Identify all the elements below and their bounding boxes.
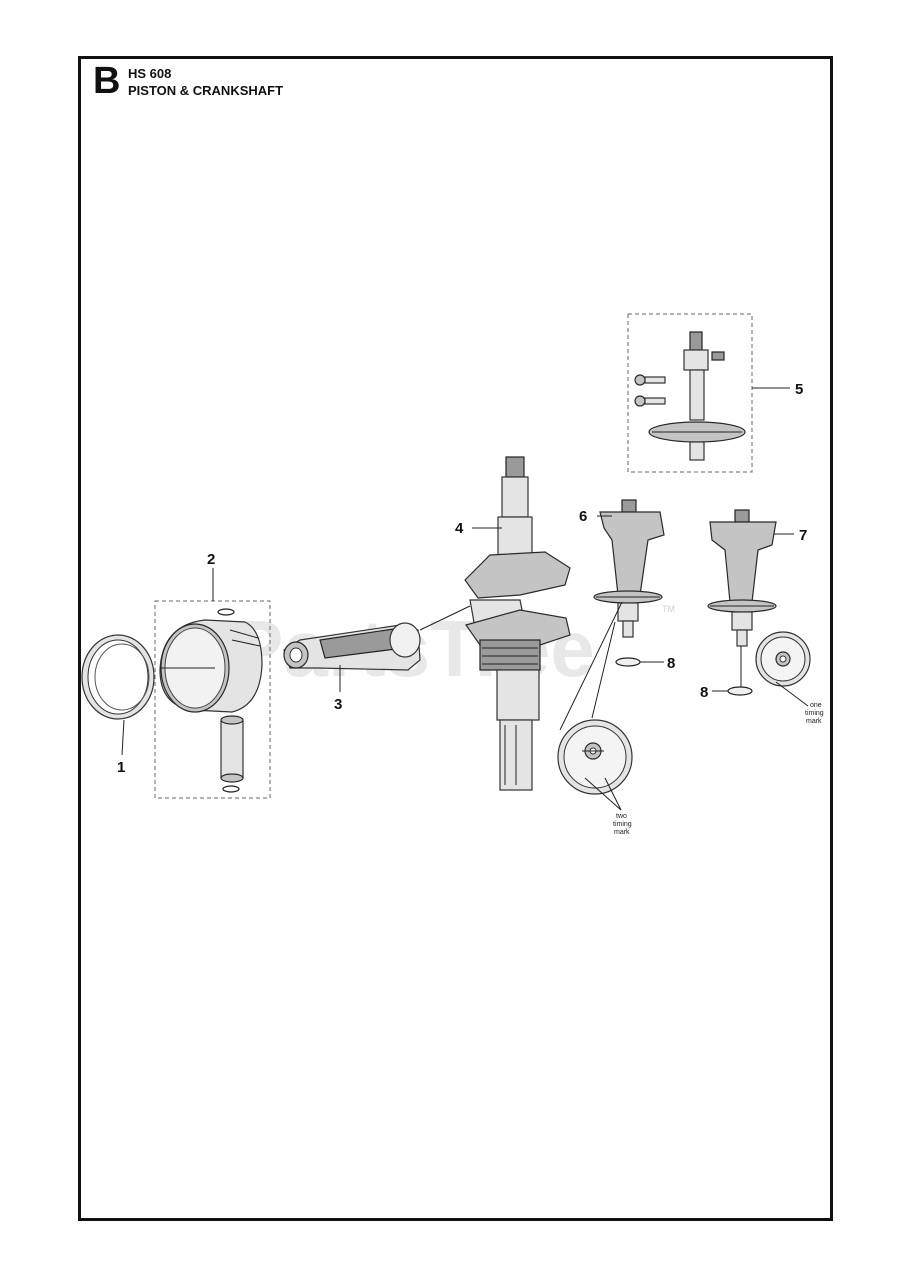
camshaft-kit[interactable]	[648, 331, 746, 461]
connecting-rod[interactable]	[283, 605, 471, 671]
callout-6[interactable]: 6	[579, 508, 587, 525]
rocker-pin-upper[interactable]	[634, 374, 666, 386]
svg-text:mark: mark	[806, 718, 822, 725]
diagram-title: PISTON & CRANKSHAFT	[128, 83, 284, 98]
callout-8a[interactable]: 8	[667, 655, 675, 672]
detail-lines-6	[559, 601, 623, 731]
two-timing-mark-note: two timing mark	[613, 813, 632, 836]
callout-7[interactable]: 7	[799, 527, 807, 544]
svg-text:timing: timing	[805, 710, 824, 717]
timing-gear-detail-6[interactable]	[557, 719, 633, 795]
callout-2[interactable]: 2	[207, 551, 215, 568]
one-timing-mark-note: one timing mark	[805, 702, 824, 725]
piston-clip-top[interactable]	[217, 608, 235, 616]
piston-clip-bottom[interactable]	[222, 785, 240, 793]
callout-5[interactable]: 5	[795, 381, 803, 398]
callout-3[interactable]: 3	[334, 696, 342, 713]
svg-text:two: two	[616, 813, 627, 820]
timing-mark-leader-6	[584, 777, 622, 811]
model-name: HS 608	[128, 66, 172, 81]
timing-gear-detail-7[interactable]	[755, 631, 811, 687]
washer-7[interactable]	[727, 686, 753, 696]
callout-8b[interactable]: 8	[700, 684, 708, 701]
svg-text:timing: timing	[613, 821, 632, 828]
callout-4[interactable]: 4	[455, 520, 464, 537]
crankshaft[interactable]	[464, 456, 571, 791]
rocker-pin-lower[interactable]	[634, 395, 666, 407]
piston-rings[interactable]	[81, 634, 155, 720]
svg-text:one: one	[810, 702, 822, 709]
camshaft-7[interactable]	[707, 509, 777, 647]
camshaft-kit-box	[627, 313, 753, 473]
piston-pin[interactable]	[220, 715, 244, 783]
camshaft-6[interactable]	[593, 499, 665, 638]
leader-1	[121, 719, 125, 756]
callout-1[interactable]: 1	[117, 759, 125, 776]
diagram-frame	[78, 56, 833, 1221]
piston[interactable]	[159, 619, 263, 713]
leader-8b	[712, 646, 742, 692]
svg-text:mark: mark	[614, 829, 630, 836]
section-letter: B	[93, 60, 121, 102]
timing-mark-leader-7	[775, 681, 809, 707]
washer-6[interactable]	[615, 657, 641, 667]
watermark-trademark: TM	[662, 604, 675, 614]
